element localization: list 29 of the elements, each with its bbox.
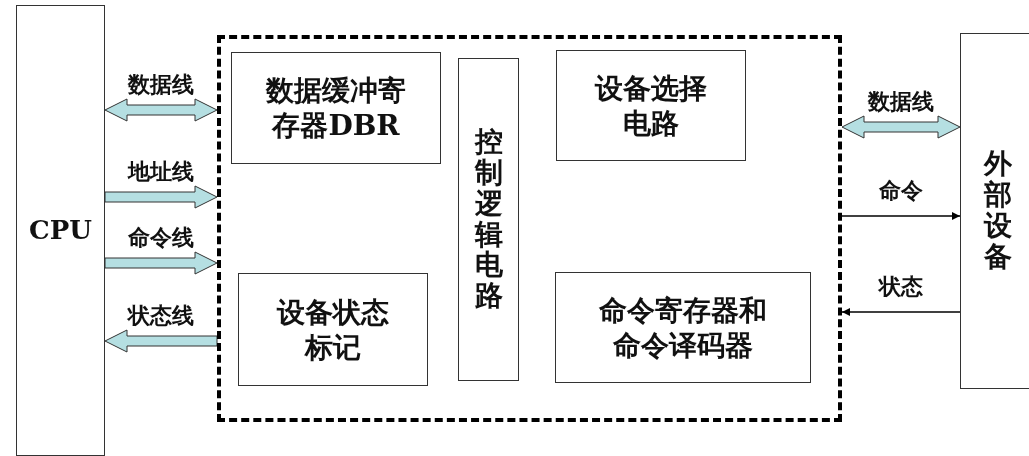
block-arrow — [841, 115, 961, 139]
arrow — [841, 212, 961, 220]
block-label: 外部设备 — [983, 149, 1012, 273]
block-arrow — [104, 329, 218, 353]
block-label: CPU — [29, 214, 92, 247]
edge-label: 数据线 — [128, 70, 194, 99]
block-arrow — [104, 185, 218, 209]
block-label: 数据缓冲寄存器DBR — [266, 73, 406, 143]
block-arrow — [104, 98, 218, 122]
block-box — [458, 58, 519, 381]
block-label: 设备选择电路 — [593, 70, 708, 141]
block-label: 命令寄存器和命令译码器 — [598, 292, 768, 363]
block-box — [238, 273, 428, 386]
block-box — [231, 52, 441, 164]
dashed-frame — [217, 35, 842, 422]
edge-label: 状态 — [879, 272, 923, 301]
edge-label: 地址线 — [128, 157, 194, 186]
block-box — [555, 272, 811, 383]
block-label: 设备状态标记 — [275, 294, 390, 365]
edge-label: 状态线 — [128, 301, 194, 330]
edge-label: 数据线 — [868, 87, 934, 116]
arrow — [841, 308, 961, 316]
block-box — [960, 33, 1029, 389]
edge-label: 命令线 — [128, 223, 194, 252]
block-arrow — [104, 251, 218, 275]
block-box — [556, 50, 746, 161]
block-label: 控制逻辑电路 — [474, 127, 503, 312]
edge-label: 命令 — [879, 176, 923, 205]
block-box — [16, 5, 105, 456]
